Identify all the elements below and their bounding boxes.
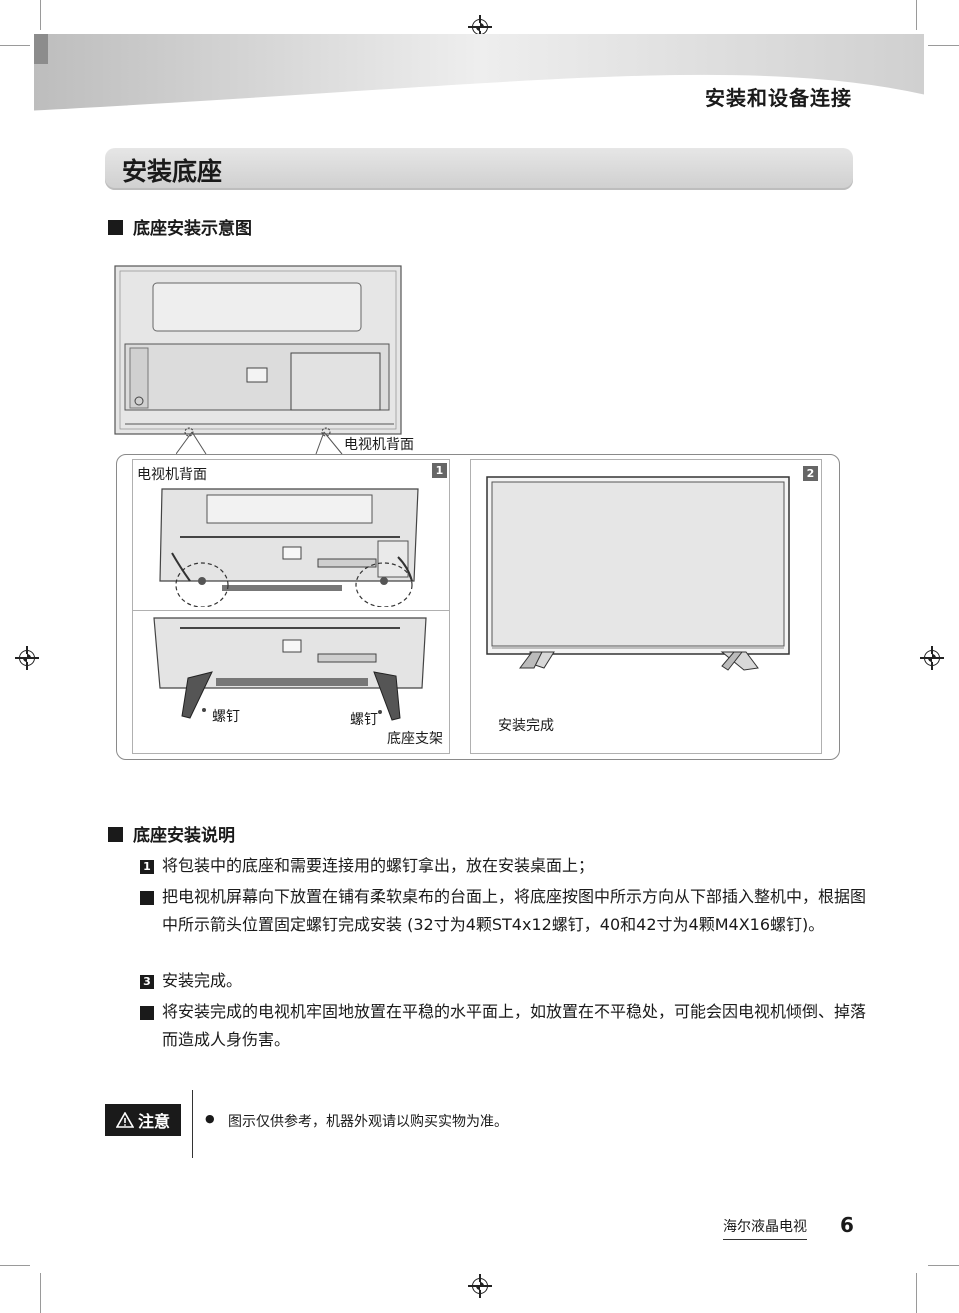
registration-mark-icon	[468, 1274, 492, 1298]
screw-label-right: 螺钉	[350, 712, 378, 728]
instructions-heading: 底座安装说明	[108, 821, 235, 846]
diagram-heading: 底座安装示意图	[108, 214, 252, 239]
caution-bullet-icon: ●	[205, 1112, 215, 1125]
registration-mark-icon	[15, 646, 39, 670]
screw-label-left: 螺钉	[212, 709, 240, 725]
step-number-badge: 2	[132, 891, 154, 905]
page-number: 6	[840, 1213, 854, 1237]
warning-triangle-icon	[115, 1112, 134, 1128]
crop-mark	[40, 0, 41, 30]
callout-lines	[176, 431, 343, 455]
square-bullet-icon	[108, 220, 123, 235]
diagram-heading-text: 底座安装示意图	[133, 219, 252, 239]
crop-mark	[0, 45, 30, 46]
crop-mark	[40, 1273, 41, 1313]
diagram-frame	[116, 454, 840, 760]
step-number-badge: 4	[132, 1006, 154, 1020]
square-bullet-icon	[108, 827, 123, 842]
step-number-badge: 3	[140, 975, 154, 989]
caution-divider	[192, 1090, 193, 1158]
step-item: 4 将安装完成的电视机牢固地放置在平稳的水平面上，如放置在不平稳处，可能会因电视机…	[132, 998, 872, 1054]
tv-back-callout-label: 电视机背面	[344, 437, 414, 453]
instructions-heading-text: 底座安装说明	[133, 826, 235, 846]
step-text: 把电视机屏幕向下放置在铺有柔软桌布的台面上，将底座按图中所示方向从下部插入整机中…	[162, 887, 867, 934]
crop-mark	[928, 1265, 959, 1266]
crop-mark	[916, 1273, 917, 1313]
step-text: 将包装中的底座和需要连接用的螺钉拿出，放在安装桌面上；	[162, 856, 595, 875]
caution-label: 注意	[105, 1104, 181, 1136]
panel-2-badge: 2	[803, 466, 818, 481]
chapter-title: 安装和设备连接	[705, 86, 852, 110]
footer-brand: 海尔液晶电视	[723, 1216, 807, 1240]
header-swoosh	[34, 34, 924, 114]
crop-mark	[916, 0, 917, 30]
crop-mark	[0, 1265, 30, 1266]
registration-mark-icon	[468, 15, 492, 39]
panel-stand-illustration	[153, 617, 427, 721]
step-text: 安装完成。	[162, 971, 243, 990]
panel-1-label: 电视机背面	[137, 467, 207, 483]
step-text: 将安装完成的电视机牢固地放置在平稳的水平面上，如放置在不平稳处，可能会因电视机倾…	[162, 1002, 867, 1049]
crop-mark	[928, 45, 959, 46]
step-item: 2 把电视机屏幕向下放置在铺有柔软桌布的台面上，将底座按图中所示方向从下部插入整机…	[132, 883, 872, 939]
step-number-badge: 1	[140, 860, 154, 874]
registration-mark-icon	[920, 646, 944, 670]
step-item: 3 安装完成。	[140, 967, 850, 995]
panel-1-badge: 1	[432, 463, 447, 478]
panel-2-label: 安装完成	[498, 718, 554, 734]
tv-back-illustration	[114, 265, 402, 437]
tv-front-illustration	[486, 476, 790, 671]
caution-label-text: 注意	[137, 1112, 170, 1131]
section-title-bar	[105, 148, 853, 190]
stand-label: 底座支架	[387, 731, 443, 747]
panel-1-tv-illustration	[159, 488, 419, 607]
step-item: 1 将包装中的底座和需要连接用的螺钉拿出，放在安装桌面上；	[140, 852, 850, 880]
section-title: 安装底座	[122, 157, 223, 186]
caution-text: 图示仅供参考，机器外观请以购买实物为准。	[228, 1114, 508, 1130]
